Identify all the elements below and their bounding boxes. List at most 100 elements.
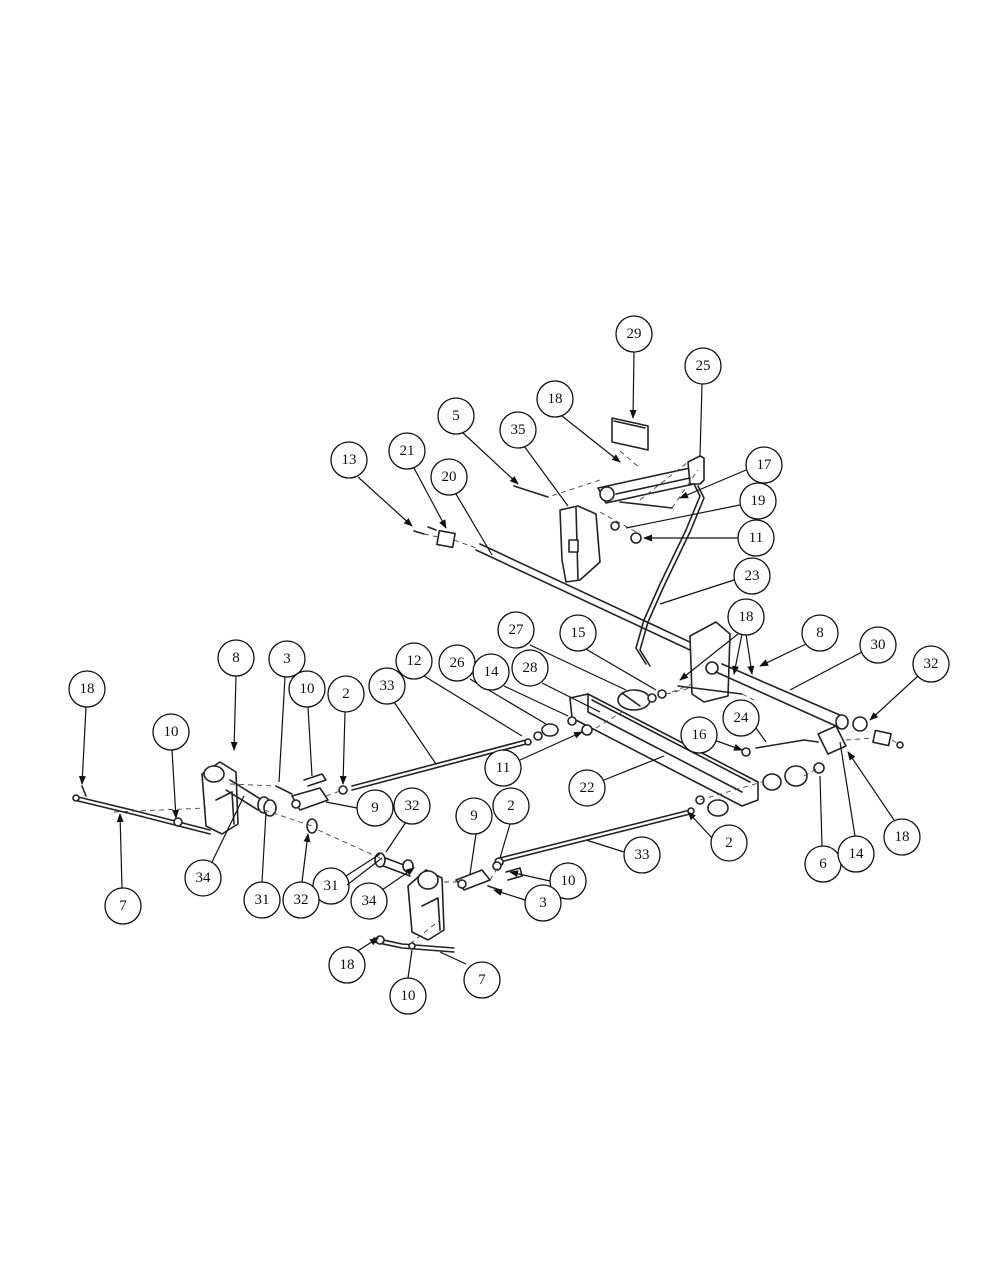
- svg-text:6: 6: [819, 856, 827, 872]
- callout-9-left: 9: [325, 789, 394, 827]
- callout-11-top: 11: [643, 519, 775, 557]
- callout-17: 17: [679, 446, 783, 499]
- clevis-rod: [755, 739, 819, 749]
- svg-text:26: 26: [450, 655, 466, 671]
- callout-7-right: 7: [439, 951, 501, 999]
- svg-text:30: 30: [871, 637, 886, 653]
- svg-text:12: 12: [407, 653, 422, 669]
- callout-6: 6: [804, 775, 842, 883]
- svg-text:20: 20: [442, 469, 457, 485]
- callout-34-left: 34: [184, 795, 245, 897]
- parts-drawing: [72, 417, 904, 953]
- callout-5: 5: [437, 397, 519, 485]
- clip-18-left: [81, 785, 87, 797]
- pin-3-right: [487, 885, 501, 891]
- callout-16: 16: [680, 716, 743, 754]
- callout-33-upper: 33: [368, 667, 437, 765]
- nut-center: [741, 747, 751, 757]
- callout-32-mid: 32: [385, 787, 431, 853]
- drag-link-left: [72, 794, 211, 835]
- washer: [427, 526, 437, 531]
- clevis-9-left: [291, 787, 329, 811]
- svg-text:19: 19: [751, 493, 766, 509]
- spacer-26: [541, 723, 559, 737]
- callout-14-center: 14: [472, 653, 569, 717]
- callout-23: 23: [659, 557, 771, 605]
- cross-shaft: [715, 663, 849, 730]
- nut: [630, 532, 642, 544]
- nut-11: [581, 724, 593, 736]
- callout-18-bottom: 18: [328, 937, 379, 984]
- svg-text:29: 29: [627, 326, 642, 342]
- svg-text:14: 14: [484, 664, 500, 680]
- svg-text:11: 11: [749, 530, 763, 546]
- callout-35: 35: [499, 411, 569, 507]
- svg-text:11: 11: [496, 760, 510, 776]
- callout-9-right: 9: [455, 797, 493, 875]
- svg-text:10: 10: [401, 988, 416, 1004]
- svg-text:18: 18: [80, 681, 95, 697]
- svg-text:8: 8: [816, 625, 824, 641]
- callout-34-right: 34: [350, 867, 415, 920]
- nut-26: [533, 731, 543, 741]
- callout-10-right: 10: [509, 862, 587, 900]
- long-rod: [475, 543, 695, 651]
- svg-text:2: 2: [342, 686, 350, 702]
- callout-8-right: 8: [759, 614, 839, 667]
- callout-30: 30: [789, 626, 897, 691]
- clip-10-left: [303, 773, 327, 787]
- callout-28: 28: [511, 649, 601, 713]
- callout-22: 22: [568, 755, 665, 807]
- svg-text:16: 16: [692, 727, 708, 743]
- callout-10-left-upper: 10: [288, 670, 326, 777]
- roller-right: [784, 765, 808, 787]
- pivot-bracket: [689, 621, 731, 703]
- svg-text:18: 18: [548, 391, 563, 407]
- callout-18-right-upper: 18: [679, 598, 765, 681]
- pedal-shaft: [619, 501, 673, 509]
- callout-10-bottom: 10: [389, 949, 427, 1015]
- svg-text:32: 32: [294, 892, 309, 908]
- pedal-pad: [611, 417, 649, 451]
- svg-text:31: 31: [255, 892, 270, 908]
- svg-text:17: 17: [757, 457, 773, 473]
- control-link: [635, 483, 705, 667]
- svg-text:13: 13: [342, 452, 357, 468]
- svg-text:18: 18: [340, 957, 355, 973]
- svg-text:32: 32: [405, 798, 420, 814]
- callout-20: 20: [430, 458, 493, 556]
- svg-text:9: 9: [371, 800, 379, 816]
- svg-text:24: 24: [734, 710, 750, 726]
- callout-15: 15: [559, 614, 657, 691]
- clip-plate: [872, 729, 892, 747]
- svg-text:5: 5: [452, 408, 460, 424]
- callout-32-lower: 32: [282, 833, 320, 919]
- callout-18-right-lower: 18: [847, 751, 921, 856]
- svg-text:15: 15: [571, 625, 586, 641]
- svg-text:34: 34: [362, 893, 378, 909]
- spacer-lower: [707, 799, 729, 817]
- svg-text:3: 3: [539, 895, 547, 911]
- callout-19: 19: [625, 482, 777, 529]
- svg-text:10: 10: [164, 724, 179, 740]
- svg-text:34: 34: [196, 870, 212, 886]
- svg-text:3: 3: [283, 651, 291, 667]
- end-bracket: [817, 725, 847, 755]
- callout-2-center: 2: [687, 811, 748, 862]
- drag-link-right: [373, 935, 455, 953]
- callout-18-left: 18: [68, 670, 106, 785]
- spacer-right: [762, 773, 782, 791]
- callout-8-left: 8: [217, 639, 255, 751]
- nut-15: [657, 689, 667, 699]
- svg-text:33: 33: [635, 847, 650, 863]
- svg-text:10: 10: [561, 873, 576, 889]
- svg-text:18: 18: [739, 609, 754, 625]
- svg-text:9: 9: [470, 808, 478, 824]
- pin-rod: [677, 685, 743, 695]
- roller-27: [617, 689, 651, 711]
- svg-text:10: 10: [300, 681, 315, 697]
- svg-text:2: 2: [507, 798, 515, 814]
- svg-text:18: 18: [895, 829, 910, 845]
- callout-21: 21: [388, 432, 447, 529]
- mount-bracket: [559, 505, 601, 583]
